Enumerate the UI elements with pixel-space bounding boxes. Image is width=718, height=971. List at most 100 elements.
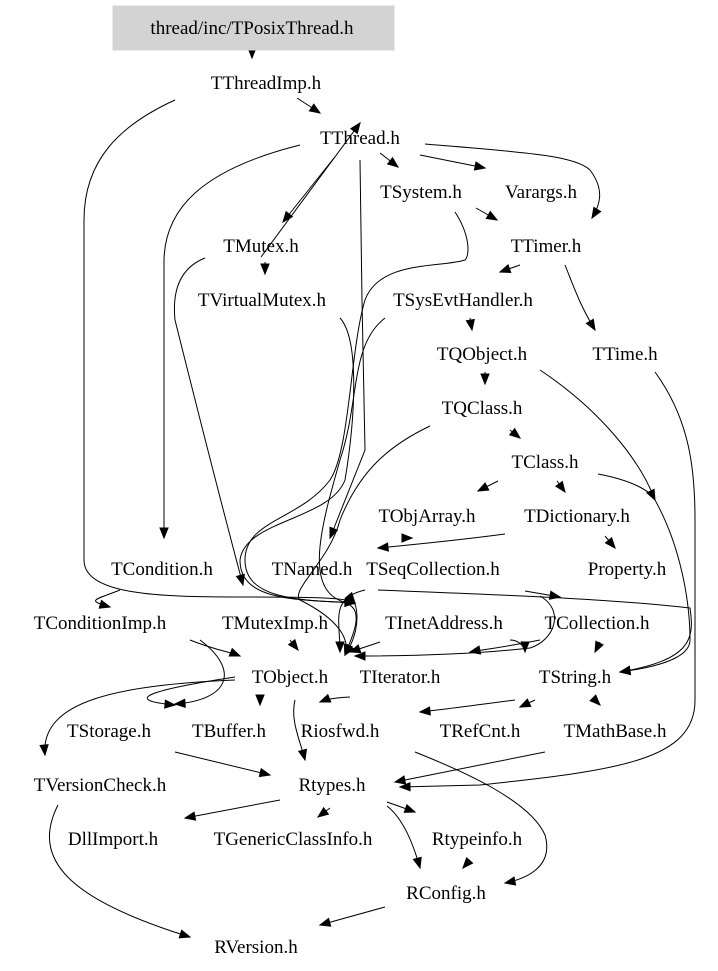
node-TQClass[interactable]: TQClass.h <box>442 398 523 419</box>
node-label[interactable]: Riosfwd.h <box>301 721 380 742</box>
edge-TCollection-to-TString <box>594 640 604 654</box>
arrowhead-icon <box>585 318 596 332</box>
node-RConfig[interactable]: RConfig.h <box>406 883 486 904</box>
node-TRefCnt[interactable]: TRefCnt.h <box>440 721 521 742</box>
node-label[interactable]: RVersion.h <box>214 937 298 958</box>
node-label[interactable]: TNamed.h <box>272 559 353 580</box>
node-DllImport[interactable]: DllImport.h <box>68 829 159 850</box>
node-TStorage[interactable]: TStorage.h <box>67 721 151 742</box>
node-label[interactable]: TThread.h <box>320 128 400 149</box>
arrowhead-icon <box>178 929 192 939</box>
node-label[interactable]: TBuffer.h <box>192 721 267 742</box>
node-TClass[interactable]: TClass.h <box>511 452 579 473</box>
node-label[interactable]: TConditionImp.h <box>34 613 167 634</box>
node-TSysEvtHandler[interactable]: TSysEvtHandler.h <box>393 290 533 311</box>
node-label[interactable]: TDictionary.h <box>524 506 630 527</box>
node-label[interactable]: Rtypeinfo.h <box>432 829 523 850</box>
node-TTime[interactable]: TTime.h <box>592 344 658 365</box>
node-TTimer[interactable]: TTimer.h <box>511 236 582 257</box>
node-label[interactable]: TObjArray.h <box>378 506 476 527</box>
node-label[interactable]: TString.h <box>539 667 612 688</box>
node-Property[interactable]: Property.h <box>588 559 667 580</box>
node-label[interactable]: DllImport.h <box>68 829 159 850</box>
node-label[interactable]: Property.h <box>588 559 667 580</box>
node-label[interactable]: TVersionCheck.h <box>34 775 167 796</box>
node-TSystem[interactable]: TSystem.h <box>380 182 462 203</box>
arrowhead-icon <box>348 644 362 654</box>
arrowhead-icon <box>498 264 512 274</box>
node-label[interactable]: Rtypes.h <box>298 775 366 796</box>
arrowhead-icon <box>343 643 353 657</box>
edge-Rtypes-to-TGenericClassInfo <box>316 806 331 818</box>
node-label[interactable]: TVirtualMutex.h <box>198 290 327 311</box>
node-label[interactable]: TRefCnt.h <box>440 721 521 742</box>
node-TBuffer[interactable]: TBuffer.h <box>192 721 267 742</box>
node-Varargs[interactable]: Varargs.h <box>505 182 577 203</box>
edge-TTimer-to-TSysEvtHandler <box>498 264 521 274</box>
node-TMutexImp[interactable]: TMutexImp.h <box>222 613 329 634</box>
node-Rtypeinfo[interactable]: Rtypeinfo.h <box>432 829 523 850</box>
node-TDictionary[interactable]: TDictionary.h <box>524 506 630 527</box>
arrowhead-icon <box>548 590 562 600</box>
node-label[interactable]: TMathBase.h <box>564 721 667 742</box>
node-label[interactable]: TClass.h <box>511 452 579 473</box>
node-label[interactable]: TInetAddress.h <box>385 613 503 634</box>
node-TIterator[interactable]: TIterator.h <box>360 667 441 688</box>
node-label[interactable]: TIterator.h <box>360 667 441 688</box>
arrowhead-icon <box>401 533 414 543</box>
node-label[interactable]: TStorage.h <box>67 721 151 742</box>
edge-TObject-to-TBuffer <box>255 694 265 707</box>
edge-line <box>377 589 692 673</box>
node-TSeqCollection[interactable]: TSeqCollection.h <box>366 559 500 580</box>
node-label[interactable]: RConfig.h <box>406 883 486 904</box>
edge-TMathBase-to-Rtypes <box>393 751 546 785</box>
node-label[interactable]: TObject.h <box>252 667 329 688</box>
node-label[interactable]: Varargs.h <box>505 182 577 203</box>
node-TThread[interactable]: TThread.h <box>320 128 400 149</box>
arrowhead-icon <box>173 698 186 708</box>
node-TGenericClassInfo[interactable]: TGenericClassInfo.h <box>214 829 373 850</box>
node-TThreadImp[interactable]: TThreadImp.h <box>211 73 322 94</box>
node-label[interactable]: TSystem.h <box>380 182 462 203</box>
node-TConditionImp[interactable]: TConditionImp.h <box>34 613 167 634</box>
node-label[interactable]: TTimer.h <box>511 236 582 257</box>
node-label[interactable]: TGenericClassInfo.h <box>214 829 373 850</box>
node-label[interactable]: thread/inc/TPosixThread.h <box>150 18 354 39</box>
node-label[interactable]: TSeqCollection.h <box>366 559 500 580</box>
node-label[interactable]: TQClass.h <box>442 398 523 419</box>
node-label[interactable]: TThreadImp.h <box>211 73 322 94</box>
node-TCondition[interactable]: TCondition.h <box>111 559 213 580</box>
node-label[interactable]: TCollection.h <box>544 613 650 634</box>
edge-TCondition-to-TConditionImp <box>95 589 121 609</box>
edge-line <box>394 751 546 783</box>
node-label[interactable]: TSysEvtHandler.h <box>393 290 533 311</box>
arrowhead-icon <box>591 206 602 220</box>
node-label[interactable]: TTime.h <box>592 344 658 365</box>
node-TMathBase[interactable]: TMathBase.h <box>564 721 667 742</box>
edge-line <box>239 317 357 656</box>
node-label[interactable]: TCondition.h <box>111 559 213 580</box>
node-TPosixThread[interactable]: thread/inc/TPosixThread.h <box>112 5 395 51</box>
node-TInetAddress[interactable]: TInetAddress.h <box>385 613 503 634</box>
node-TQObject[interactable]: TQObject.h <box>437 344 528 365</box>
edge-TSystem-to-TInetAddress <box>244 211 469 608</box>
node-TObject[interactable]: TObject.h <box>252 667 329 688</box>
node-TNamed[interactable]: TNamed.h <box>272 559 353 580</box>
node-TObjArray[interactable]: TObjArray.h <box>378 506 476 527</box>
node-label[interactable]: TQObject.h <box>437 344 528 365</box>
node-TVirtualMutex[interactable]: TVirtualMutex.h <box>198 290 327 311</box>
node-label[interactable]: TMutexImp.h <box>222 613 329 634</box>
node-RVersion[interactable]: RVersion.h <box>214 937 298 958</box>
arrowhead-icon <box>473 161 487 171</box>
arrowhead-icon <box>418 706 431 716</box>
node-TCollection[interactable]: TCollection.h <box>544 613 650 634</box>
node-label[interactable]: TMutex.h <box>223 236 299 257</box>
node-TMutex[interactable]: TMutex.h <box>223 236 299 257</box>
node-Riosfwd[interactable]: Riosfwd.h <box>301 721 380 742</box>
node-Rtypes[interactable]: Rtypes.h <box>298 775 366 796</box>
edge-TObject-to-TVersionCheck <box>39 679 236 757</box>
node-TVersionCheck[interactable]: TVersionCheck.h <box>34 775 167 796</box>
edge-line <box>146 676 236 706</box>
edge-TCollection-to-TObject <box>353 595 555 661</box>
node-TString[interactable]: TString.h <box>539 667 612 688</box>
